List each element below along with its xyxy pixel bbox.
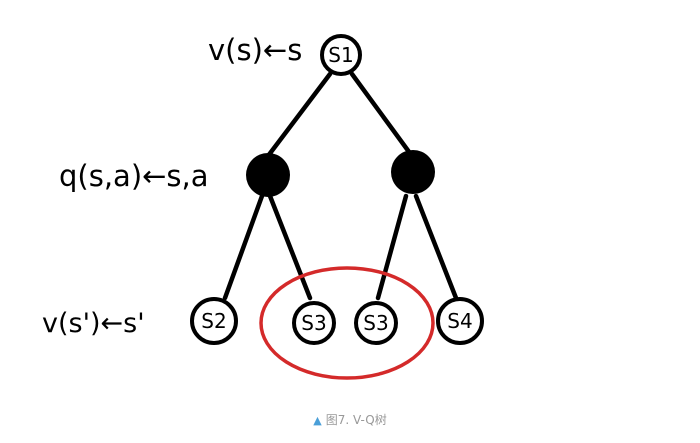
state-node-circle [436,297,484,345]
figure-caption-text: 图7. V-Q树 [325,413,387,427]
figure-caption: ▲图7. V-Q树 [0,411,700,428]
node-leaf-3: S3 [354,301,398,345]
node-leaf-2-label: S3 [301,311,326,335]
action-node-right [391,150,435,194]
action-node-left [246,153,290,197]
state-node-circle [354,301,398,345]
state-node-circle [320,34,362,76]
triangle-up-icon: ▲ [313,414,322,427]
node-root-label: S1 [328,43,353,67]
level-label-successor-value: v(s')←s' [42,308,145,339]
edge-action-left-s3 [267,193,313,301]
node-leaf-1-label: S2 [201,309,226,333]
level-label-action-value: q(s,a)←s,a [59,159,209,193]
duplicate-state-highlight [259,266,435,380]
state-node-circle [190,297,238,345]
node-leaf-4-label: S4 [447,309,472,333]
node-leaf-2: S3 [292,301,336,345]
level-label-state-value: v(s)←s [208,33,302,67]
node-leaf-1: S2 [190,297,238,345]
node-leaf-4: S4 [436,297,484,345]
edge-action-left-s2 [222,193,265,301]
edge-action-right-s3 [375,193,409,301]
edge-action-right-s4 [413,193,459,301]
state-node-circle [292,301,336,345]
tree-edges [222,71,459,301]
edge-root-action-left [265,71,333,159]
node-root: S1 [320,34,362,76]
node-leaf-3-label: S3 [363,311,388,335]
edge-root-action-right [349,71,415,159]
